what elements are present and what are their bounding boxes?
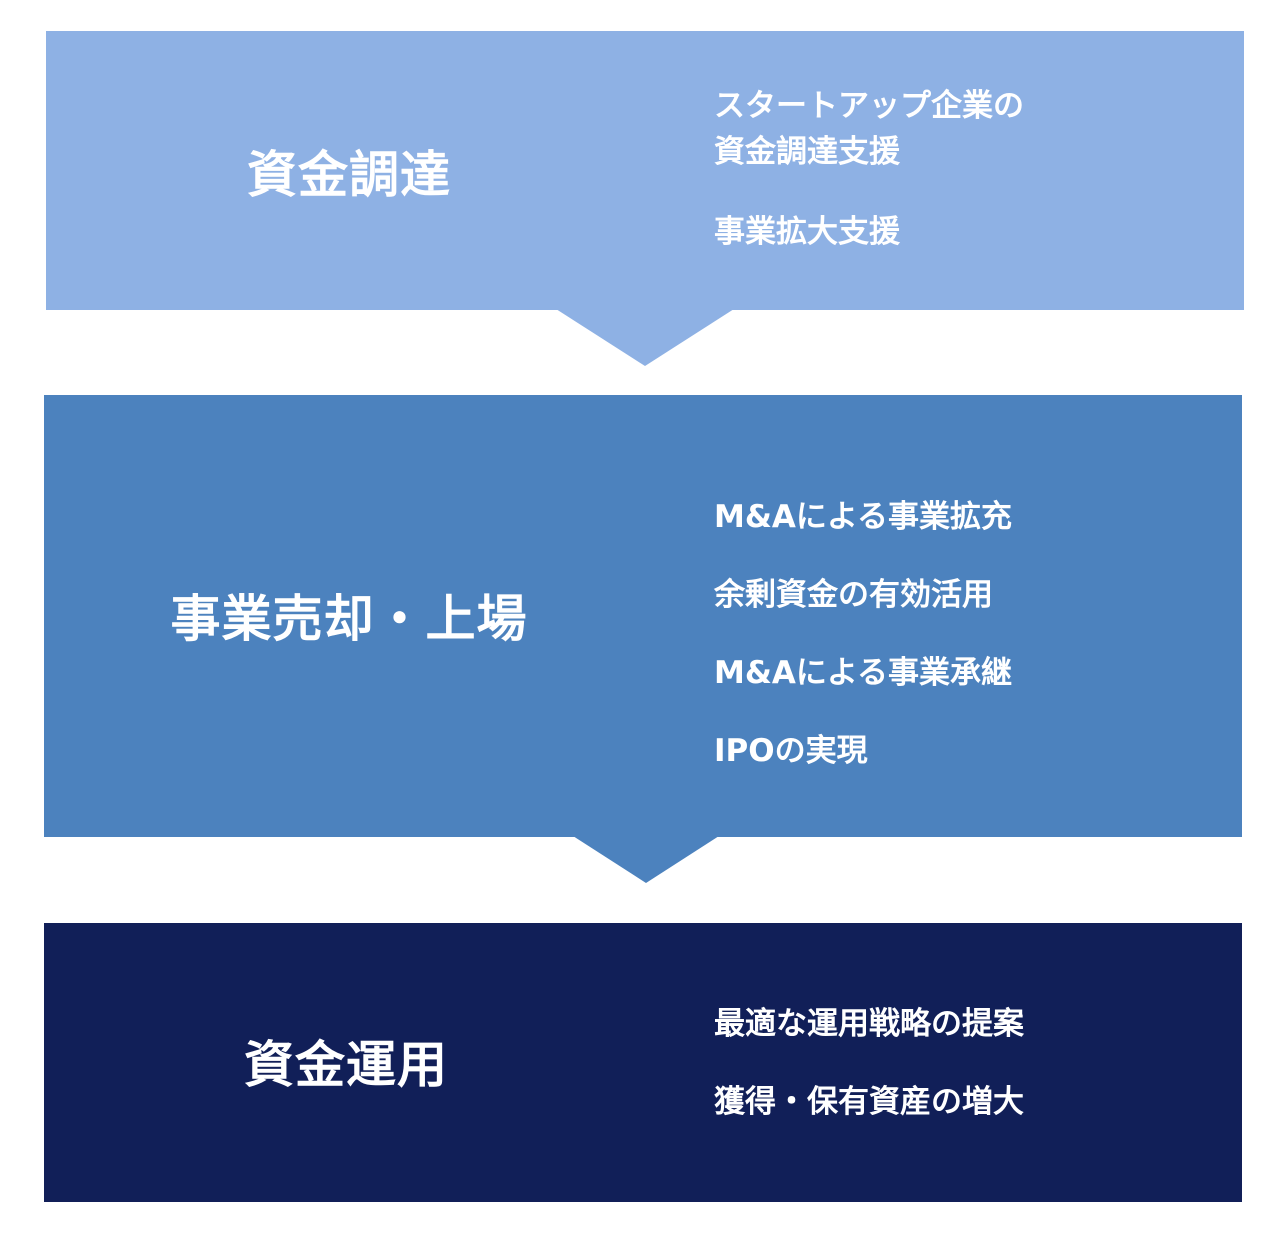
- stage-title: 資金運用: [244, 1036, 448, 1094]
- stage-exit-ipo: 事業売却・上場 M&Aによる事業拡充 余剰資金の有効活用 M&Aによる事業承継 …: [44, 395, 1242, 837]
- stage-title: 事業売却・上場: [170, 590, 528, 648]
- stage-title: 資金調達: [247, 146, 451, 204]
- stage-item: スタートアップ企業の 資金調達支援: [714, 88, 1024, 170]
- stage-item: M&Aによる事業拡充: [714, 499, 1012, 535]
- stage-item: 事業拡大支援: [714, 214, 900, 250]
- stage-items: 最適な運用戦略の提案 獲得・保有資産の増大: [714, 985, 1024, 1141]
- arrow-down-icon: [556, 309, 734, 366]
- stage-item: 獲得・保有資産の増大: [714, 1084, 1024, 1120]
- stage-item: IPOの実現: [714, 733, 868, 769]
- stage-item: 余剰資金の有効活用: [714, 577, 993, 613]
- stage-items: スタートアップ企業の 資金調達支援 事業拡大支援: [714, 83, 1024, 255]
- stage-item: 最適な運用戦略の提案: [714, 1006, 1024, 1042]
- stage-asset-management: 資金運用 最適な運用戦略の提案 獲得・保有資産の増大: [44, 923, 1242, 1202]
- stage-items: M&Aによる事業拡充 余剰資金の有効活用 M&Aによる事業承継 IPOの実現: [714, 478, 1012, 790]
- arrow-down-icon: [573, 836, 719, 883]
- stage-item: M&Aによる事業承継: [714, 655, 1012, 691]
- stage-fundraising: 資金調達 スタートアップ企業の 資金調達支援 事業拡大支援: [46, 31, 1244, 310]
